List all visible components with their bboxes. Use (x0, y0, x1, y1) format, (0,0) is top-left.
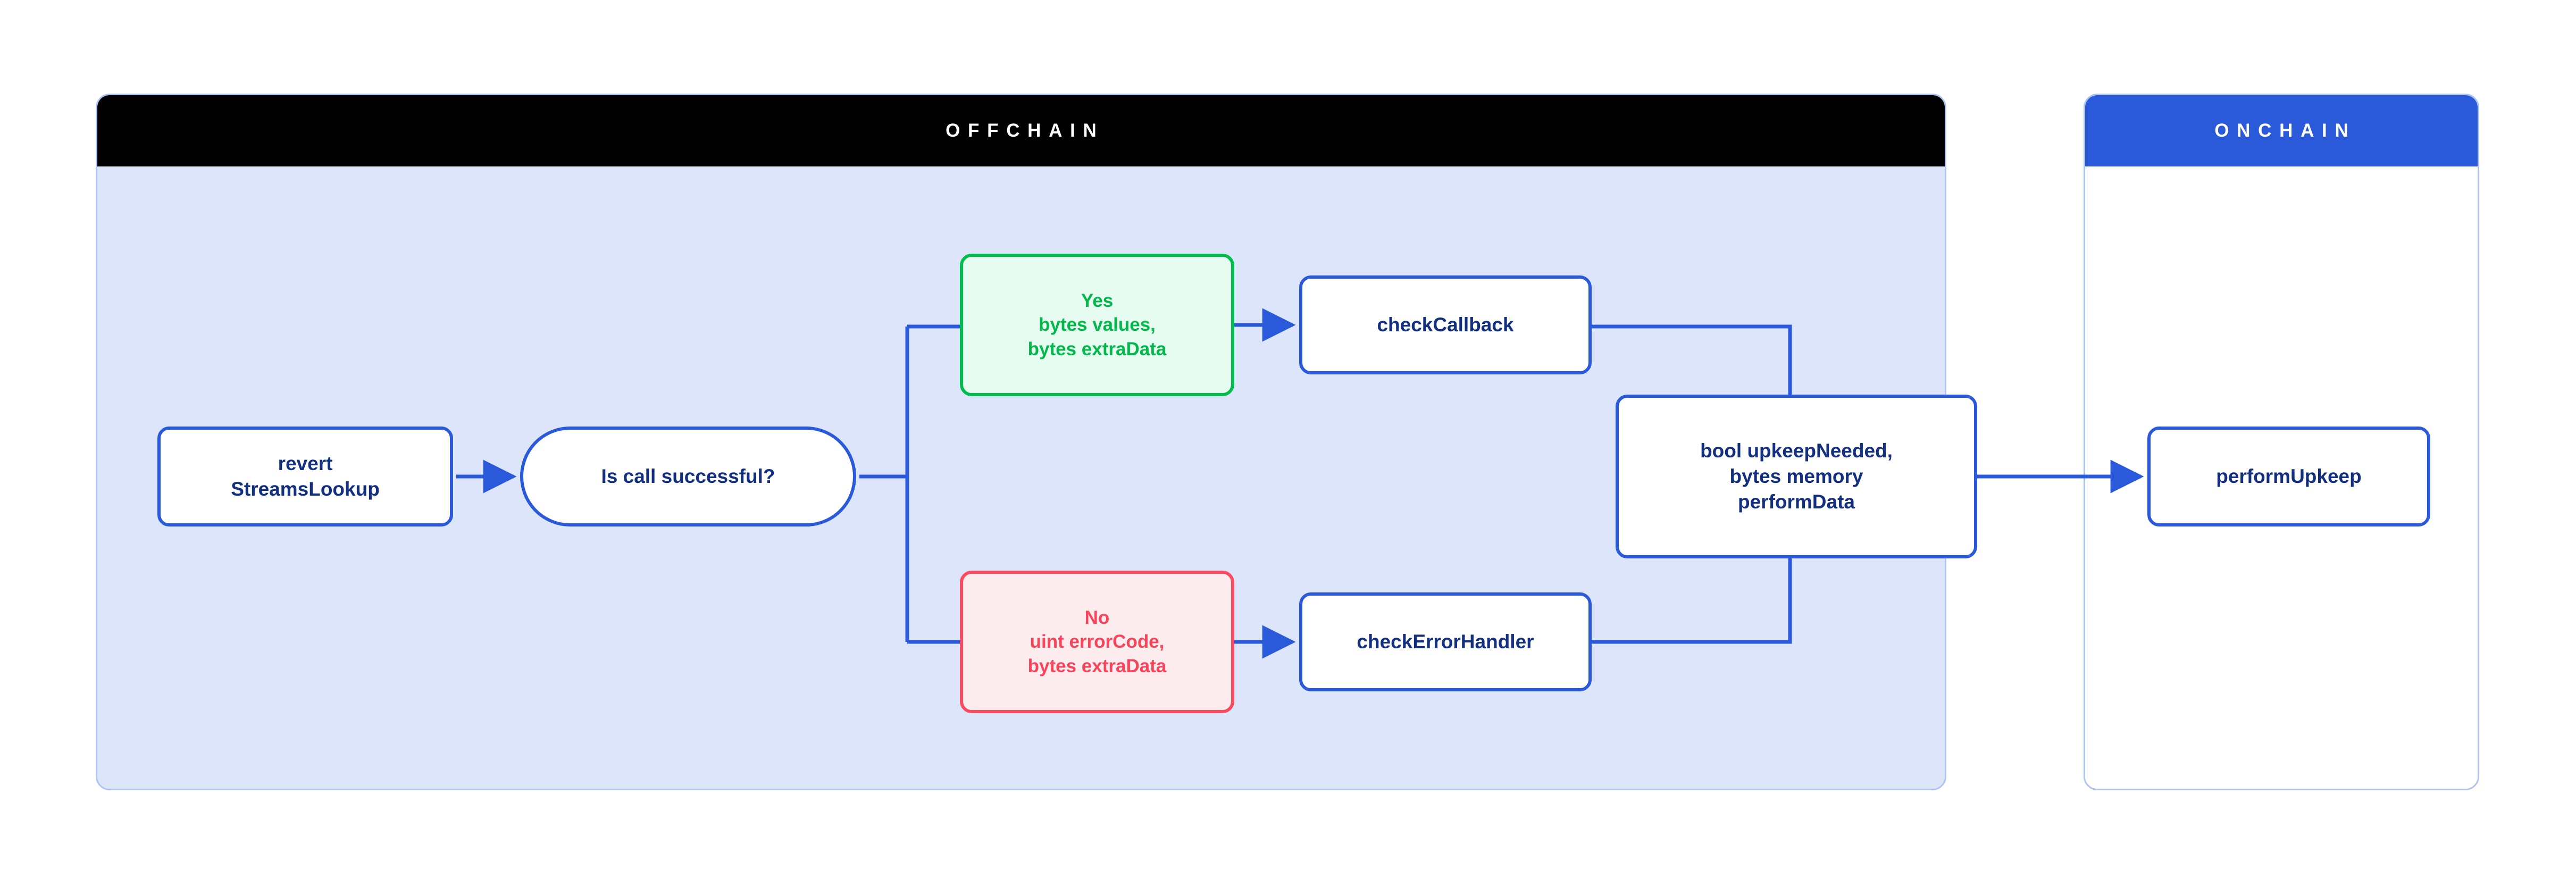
node-upkeep-needed-perform-data[interactable]: bool upkeepNeeded, bytes memory performD… (1616, 395, 1977, 558)
node-is-call-successful[interactable]: Is call successful? (520, 427, 856, 526)
node-no-branch[interactable]: No uint errorCode, bytes extraData (960, 571, 1234, 713)
node-check-callback[interactable]: checkCallback (1299, 275, 1592, 374)
node-check-error-handler[interactable]: checkErrorHandler (1299, 592, 1592, 691)
onchain-panel-title: ONCHAIN (2085, 95, 2478, 166)
node-yes-branch[interactable]: Yes bytes values, bytes extraData (960, 254, 1234, 396)
offchain-panel-title: OFFCHAIN (97, 95, 1945, 166)
node-revert-streamslookup[interactable]: revert StreamsLookup (157, 427, 453, 526)
node-perform-upkeep[interactable]: performUpkeep (2147, 427, 2430, 526)
